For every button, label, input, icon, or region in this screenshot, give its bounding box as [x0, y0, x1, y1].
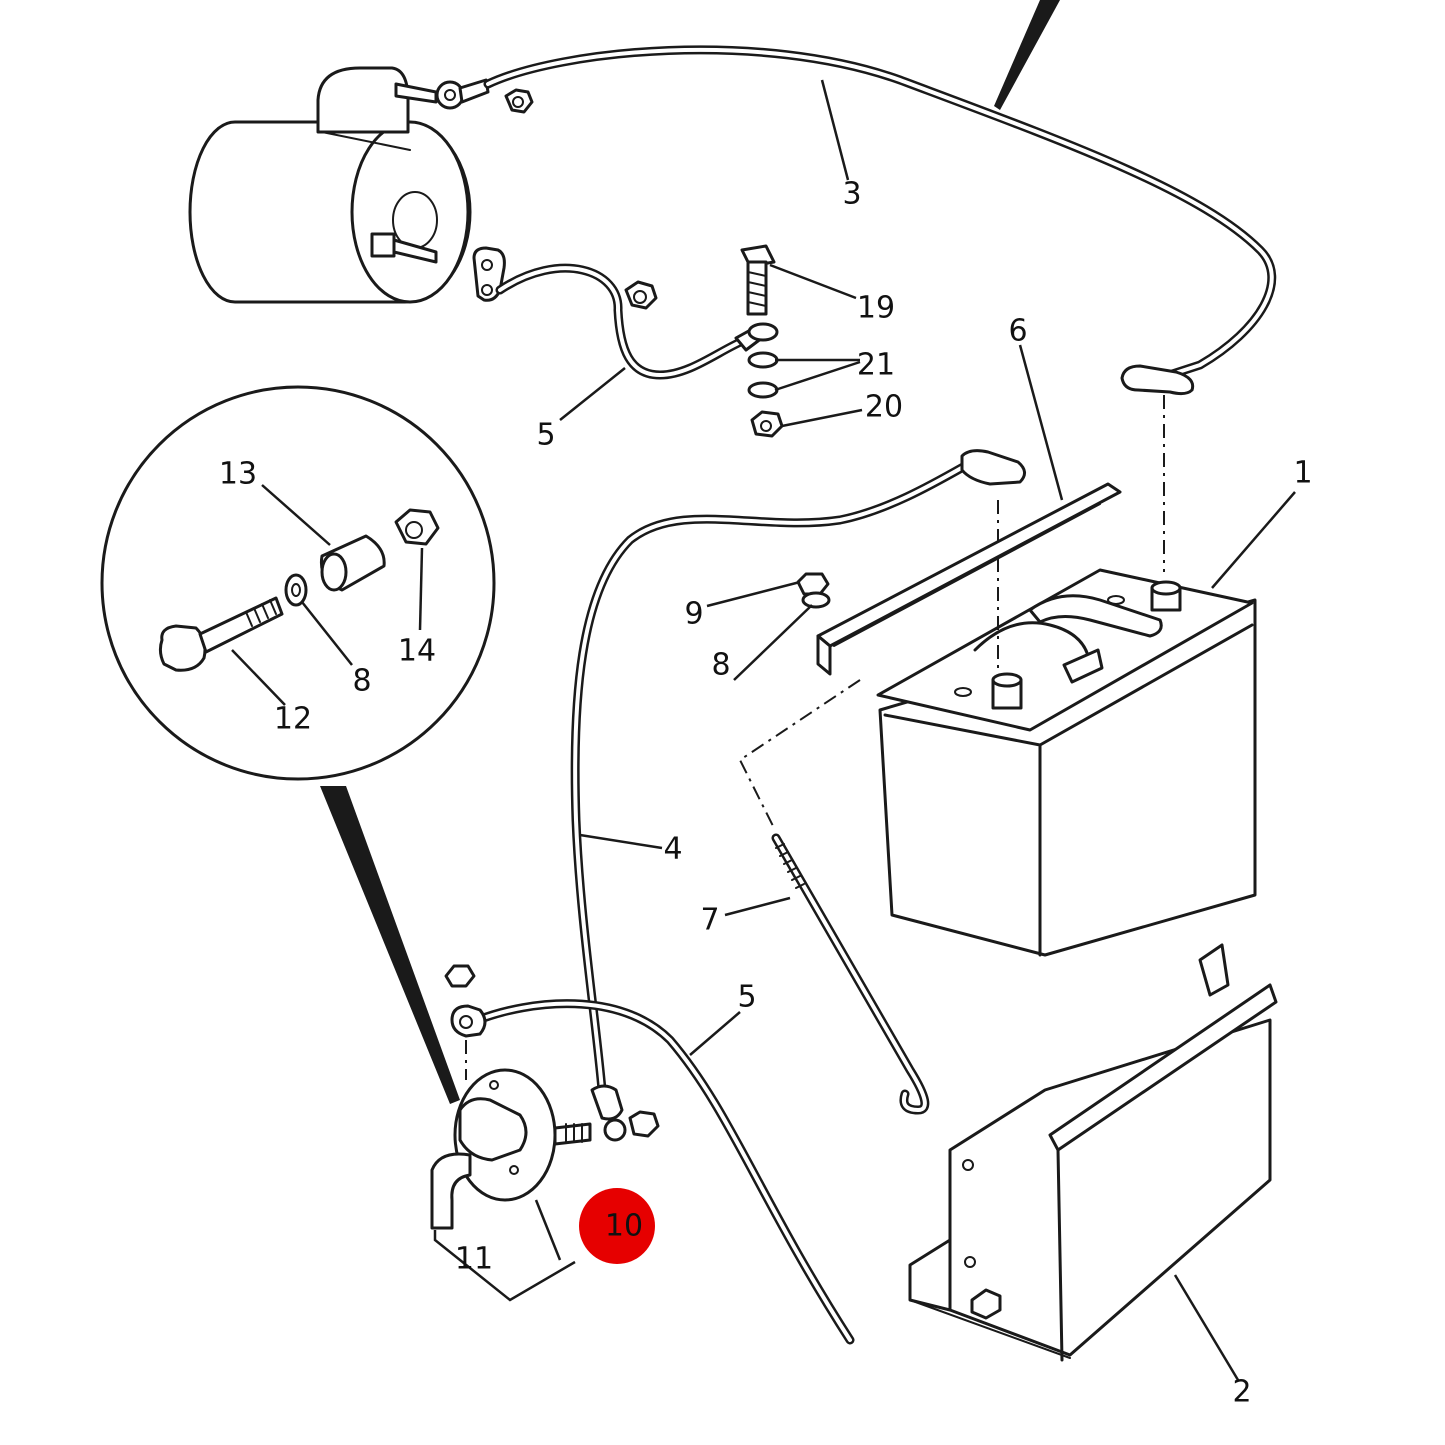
cable-5-upper [495, 263, 764, 380]
j-rod [771, 833, 930, 1115]
callout-8: 8 [711, 648, 730, 683]
highlight-badge-circle [579, 1188, 655, 1264]
callout-5-lower: 5 [737, 980, 756, 1015]
battery [876, 568, 1257, 957]
rod-leader [738, 679, 861, 831]
callout-1: 1 [1293, 456, 1312, 491]
leader-lines [231, 79, 1296, 1381]
starter-side-terminal [472, 246, 658, 310]
hold-down-hardware [796, 572, 831, 609]
callout-20: 20 [865, 390, 903, 425]
ground-bolt-stack [740, 244, 784, 438]
callout-5-upper: 5 [536, 418, 555, 453]
callout-9: 9 [684, 597, 703, 632]
callout-7: 7 [700, 903, 719, 938]
starter-top-terminal [435, 78, 534, 114]
callout-19: 19 [857, 291, 895, 326]
callout-21: 21 [857, 348, 895, 383]
highlight-badge-10: 10 [579, 1188, 655, 1264]
cable-5-lower [444, 964, 855, 1345]
callout-6: 6 [1008, 314, 1027, 349]
callout-12: 12 [274, 702, 312, 737]
callout-labels: 1 2 3 4 5 5 6 7 8 8 9 11 12 13 14 19 20 … [219, 177, 1313, 1410]
view-pointer-top [994, 0, 1060, 110]
cable-3 [483, 45, 1277, 396]
callout-3: 3 [842, 177, 861, 212]
callout-14: 14 [398, 634, 436, 669]
cable-4 [570, 449, 1026, 1121]
hold-down-bar [816, 482, 1122, 676]
detail-pointer [320, 786, 460, 1104]
callout-11: 11 [455, 1242, 493, 1277]
callout-13: 13 [219, 457, 257, 492]
callout-8-detail: 8 [352, 664, 371, 699]
highlight-badge-label: 10 [605, 1209, 643, 1244]
starter-motor [188, 66, 472, 304]
detail-view [100, 385, 496, 781]
callout-4: 4 [663, 832, 682, 867]
callout-2: 2 [1232, 1375, 1251, 1410]
battery-switch [430, 1068, 660, 1230]
battery-tray [908, 943, 1278, 1362]
